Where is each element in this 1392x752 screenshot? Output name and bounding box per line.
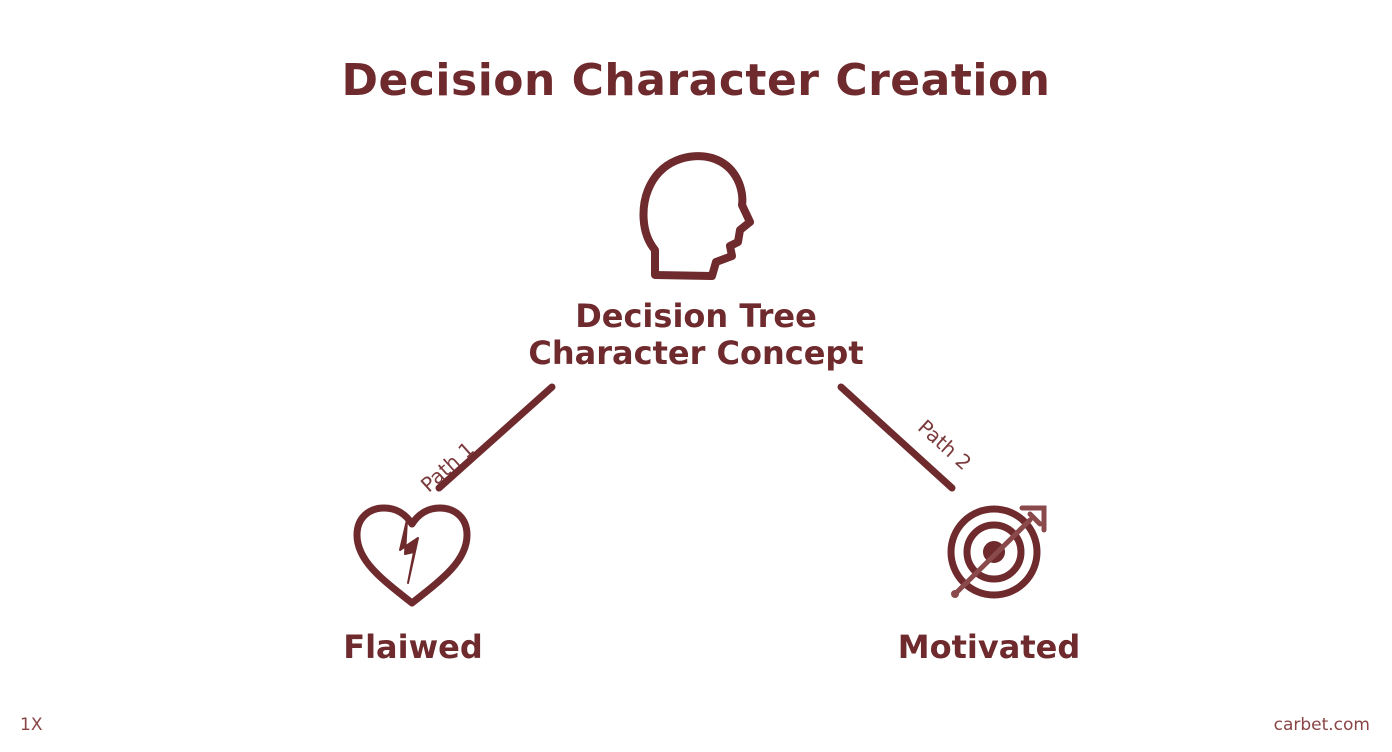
footer-left-mark: 1X — [20, 715, 43, 735]
footer-site-link[interactable]: carbet.com — [1273, 715, 1370, 735]
root-node-line-2: Character Concept — [528, 334, 864, 372]
target-arrow-icon — [947, 505, 1047, 599]
leaf-node-flawed: Flaiwed — [343, 628, 483, 666]
root-node-label: Decision Tree Character Concept — [446, 298, 946, 372]
branch-line-left — [435, 383, 556, 492]
diagram-title: Decision Character Creation — [341, 55, 1051, 106]
branch-line-right — [837, 383, 956, 492]
broken-heart-icon — [353, 504, 471, 607]
head-profile-icon — [639, 152, 754, 280]
leaf-node-motivated: Motivated — [897, 628, 1081, 666]
root-node-line-1: Decision Tree — [575, 297, 817, 335]
branch-label-path-1: Path 1 — [416, 437, 479, 497]
